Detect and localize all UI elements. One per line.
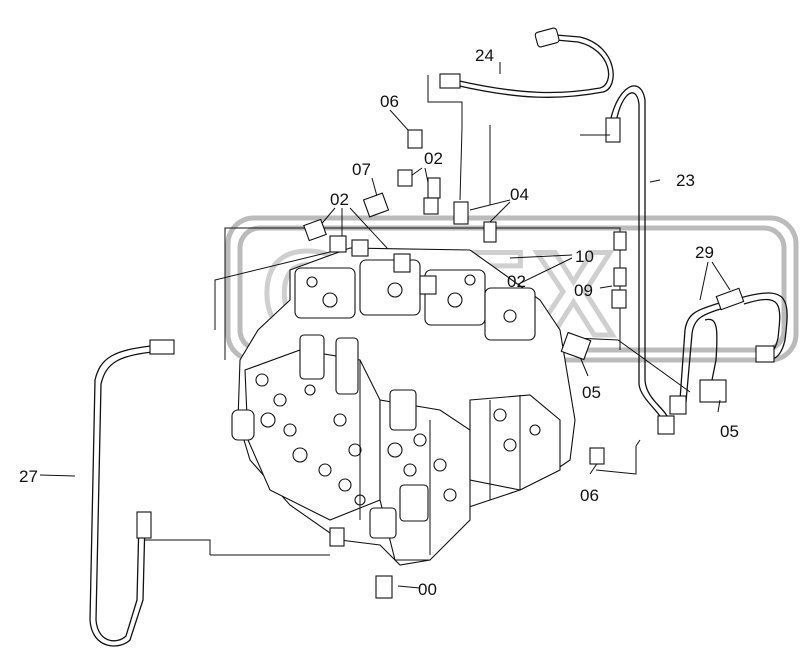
- callout-02-left: 02: [330, 190, 349, 209]
- callout-23: 23: [676, 171, 695, 190]
- callout-00: 00: [418, 580, 437, 599]
- control-valve: [231, 247, 576, 566]
- callout-04: 04: [510, 185, 529, 204]
- callout-05-right: 05: [720, 422, 739, 441]
- callout-29: 29: [695, 243, 714, 262]
- callout-06-top: 06: [380, 92, 399, 111]
- callout-09: 09: [574, 281, 593, 300]
- callout-24: 24: [475, 46, 494, 65]
- hose-27: [89, 339, 175, 647]
- callout-06-bottom: 06: [580, 486, 599, 505]
- callout-02-top: 02: [424, 149, 443, 168]
- hose-23: [605, 85, 675, 435]
- hose-29: [669, 287, 788, 415]
- valve-ports: [255, 274, 541, 506]
- routing-outline: [224, 227, 621, 360]
- callout-02-mid: 02: [507, 272, 526, 291]
- hose-24: [439, 27, 614, 98]
- callout-07: 07: [352, 160, 371, 179]
- callouts: 24 06 02 07 02 04 23 10 02 29 09 05 05 0…: [19, 46, 739, 599]
- callout-05-left: 05: [582, 383, 601, 402]
- callout-10: 10: [575, 247, 594, 266]
- fittings: [303, 129, 627, 599]
- callout-27: 27: [19, 467, 38, 486]
